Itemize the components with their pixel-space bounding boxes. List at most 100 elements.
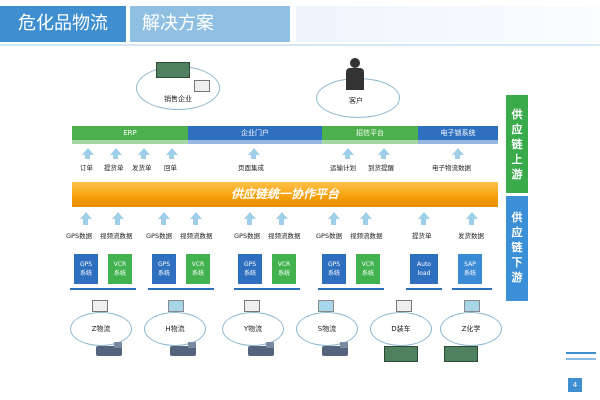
group-baseline: [148, 288, 214, 290]
person-icon: [350, 58, 360, 68]
carrier-label: Z化学: [461, 325, 481, 333]
computer-icon: [168, 300, 184, 312]
group-baseline: [452, 288, 492, 290]
box-line: SAP: [464, 261, 476, 268]
downstream-bar: 供 应 链 下 游: [506, 196, 528, 301]
box-line: Auto: [417, 261, 431, 268]
arrow-stem: [345, 155, 350, 159]
carrier-node: [222, 312, 284, 346]
arrow-up: [452, 148, 464, 155]
erp-underline: [72, 140, 188, 144]
carrier-label: Y物流: [243, 325, 263, 333]
box-line: 系统: [277, 270, 290, 277]
label-receipt: 回单: [164, 164, 177, 172]
computer-icon: [244, 300, 260, 312]
header-band: [296, 6, 600, 42]
group-baseline: [70, 288, 136, 290]
server-icon: [444, 346, 478, 362]
box-line: 系统: [191, 270, 204, 277]
arrow-stem: [331, 219, 336, 225]
carrier-node: [440, 312, 502, 346]
upstream-char: 链: [511, 138, 523, 151]
sales-label: 销售企业: [164, 95, 192, 103]
arrow-stem: [161, 219, 166, 225]
box-line: load: [417, 270, 431, 277]
box-line: 系统: [327, 270, 340, 277]
downstream-char: 供: [511, 211, 523, 224]
label-video-data: 视频流数据: [268, 232, 301, 240]
header-divider: [0, 44, 600, 46]
box-line: 系统: [463, 270, 476, 277]
arrow-up: [378, 148, 390, 155]
carrier-label: D装车: [391, 325, 411, 333]
arrow-stem: [455, 155, 460, 159]
carrier-node: [370, 312, 432, 346]
collaboration-platform: 供应链统一协作平台: [72, 182, 498, 207]
downstream-char: 应: [511, 226, 523, 239]
sap-system-box: SAP 系统: [458, 254, 482, 284]
group-baseline: [234, 288, 300, 290]
upstream-char: 游: [511, 168, 523, 181]
arrow-up: [138, 148, 150, 155]
arrow-stem: [113, 155, 118, 159]
gps-system-box: GPS 系统: [322, 254, 346, 284]
arrow-up: [244, 212, 256, 219]
customer-label: 客户: [349, 97, 363, 105]
arrow-stem: [363, 219, 368, 225]
box-line: GPS: [157, 261, 171, 268]
upstream-bar: 供 应 链 上 游: [506, 95, 528, 193]
carrier-node: [144, 312, 206, 346]
arrow-up: [342, 148, 354, 155]
elock-underline: [418, 140, 498, 144]
label-arrival-alert: 到货提醒: [368, 164, 394, 172]
portal-underline: [188, 140, 322, 144]
box-line: GPS: [327, 261, 341, 268]
carrier-node: [70, 312, 132, 346]
box-line: VCR: [361, 261, 375, 268]
arrow-up: [466, 212, 478, 219]
box-line: VCR: [277, 261, 291, 268]
vcr-system-box: VCR 系统: [272, 254, 296, 284]
box-line: 系统: [157, 270, 170, 277]
page-deco-line: [566, 352, 596, 354]
downstream-char: 游: [511, 271, 523, 284]
box-line: GPS: [243, 261, 257, 268]
arrow-stem: [381, 155, 386, 159]
arrow-stem: [421, 219, 426, 225]
upstream-char: 供: [511, 108, 523, 121]
label-gps-data: GPS数据: [66, 232, 93, 240]
arrow-stem: [169, 155, 174, 159]
label-page-integration: 页面集成: [238, 164, 264, 172]
downstream-char: 下: [511, 256, 523, 269]
arrow-stem: [469, 219, 474, 225]
arrow-up: [276, 212, 288, 219]
arrow-up: [80, 212, 92, 219]
system-elock: 电子锁系统: [418, 126, 498, 140]
box-line: 系统: [113, 270, 126, 277]
autoload-box: Auto load: [410, 254, 438, 284]
arrow-up: [190, 212, 202, 219]
computer-icon: [92, 300, 108, 312]
arrow-stem: [251, 155, 256, 159]
label-video-data: 视频流数据: [180, 232, 213, 240]
label-shipment: 发货单: [132, 164, 152, 172]
arrow-up: [166, 148, 178, 155]
label-gps-data: GPS数据: [146, 232, 173, 240]
arrow-stem: [279, 219, 284, 225]
arrow-stem: [85, 155, 90, 159]
label-pickup-order: 提货单: [412, 232, 432, 240]
system-portal: 企业门户: [188, 126, 322, 140]
arrow-stem: [247, 219, 252, 225]
page-deco-line: [566, 358, 596, 360]
arrow-up: [110, 148, 122, 155]
arrow-stem: [115, 219, 120, 225]
computer-icon: [396, 300, 412, 312]
truck-icon: [248, 342, 274, 356]
arrow-up: [328, 212, 340, 219]
system-recruit: 招信平台: [322, 126, 418, 140]
label-pickup: 提货单: [104, 164, 124, 172]
server-icon: [384, 346, 418, 362]
